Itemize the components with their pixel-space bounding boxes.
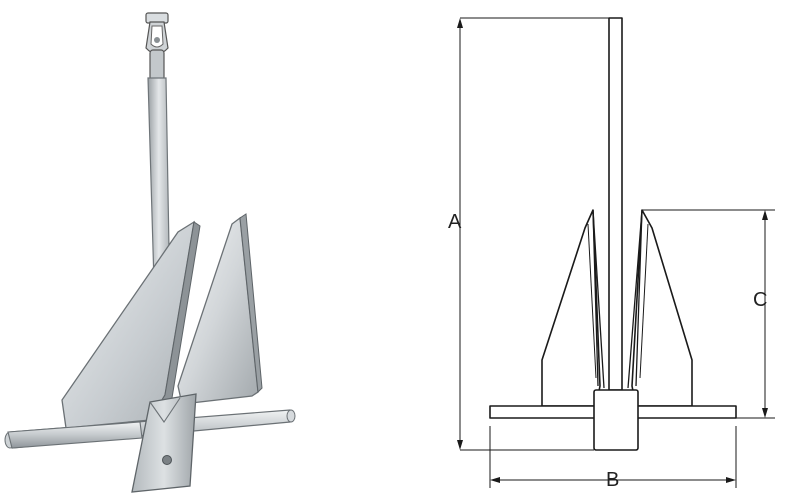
dimension-a-label: A (448, 211, 462, 233)
drawing-shank (608, 17, 623, 391)
dimension-b (489, 426, 737, 488)
crown-plate (131, 393, 197, 493)
left-fluke (61, 220, 195, 429)
shackle (145, 12, 169, 81)
dimension-b-label: B (606, 469, 619, 491)
dimension-c-label: C (753, 289, 767, 311)
anchor-photo (4, 12, 296, 493)
dimension-c (642, 209, 775, 419)
dimension-a (457, 17, 609, 451)
crown-hole (162, 455, 172, 465)
drawing-left-fluke (541, 209, 601, 407)
anchor-drawing (489, 17, 737, 451)
drawing-crown (593, 389, 639, 451)
